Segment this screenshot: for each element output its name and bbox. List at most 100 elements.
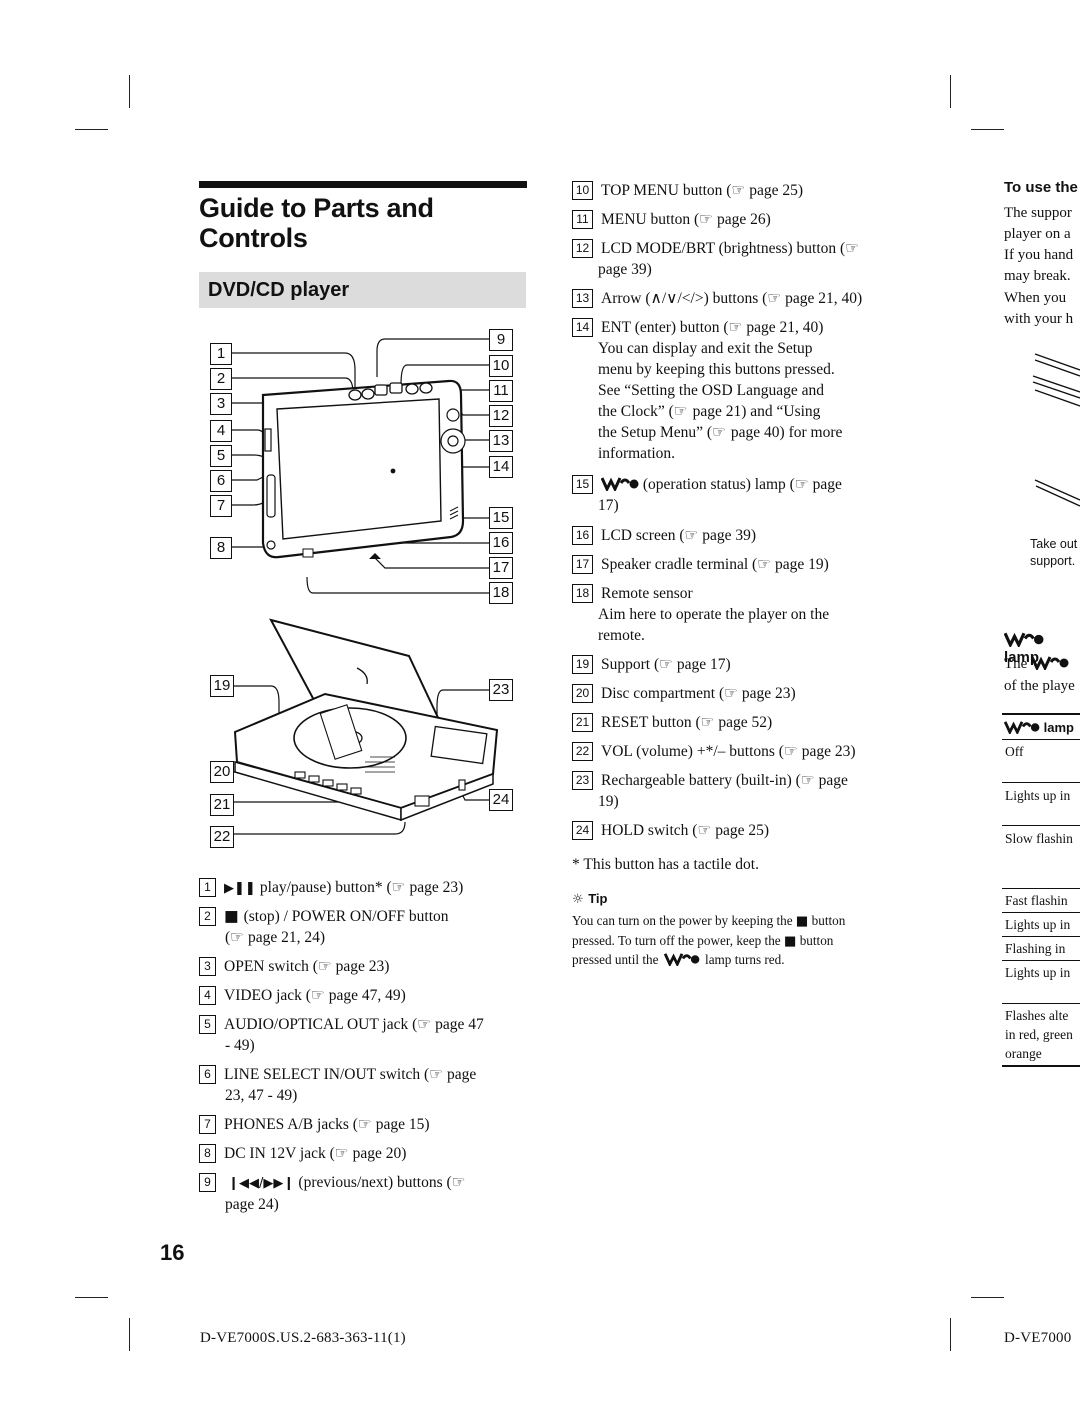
item-number: 4 — [199, 986, 216, 1005]
table-rule — [1002, 782, 1080, 783]
right-section-heading: To use the — [1004, 179, 1078, 196]
item-number: 7 — [199, 1115, 216, 1134]
figure-label: 3 — [210, 393, 232, 415]
page-ref-icon: ☞ — [230, 928, 245, 946]
figure-caption: support. — [1030, 554, 1076, 568]
page-ref-icon: ☞ — [724, 684, 739, 702]
table-rule — [1002, 1003, 1080, 1004]
page-ref-icon: ☞ — [845, 239, 860, 257]
support-illustration — [1032, 353, 1080, 507]
table-cell: Flashes alte — [1005, 1008, 1069, 1023]
item-number: 2 — [199, 907, 216, 926]
table-cell: Lights up in — [1005, 917, 1071, 932]
crop-mark — [75, 129, 108, 130]
page-ref-icon: ☞ — [429, 1065, 444, 1083]
item-number: 16 — [572, 526, 593, 545]
stop-icon: ■ — [783, 933, 797, 949]
page-ref-icon: ☞ — [800, 771, 815, 789]
page-ref-icon: ☞ — [794, 475, 809, 493]
table-cell: Slow flashin — [1005, 831, 1073, 846]
table-rule — [1002, 960, 1080, 961]
section-title: DVD/CD player — [208, 279, 350, 301]
item-number: 13 — [572, 289, 593, 308]
item-number: 21 — [572, 713, 593, 732]
play-pause-icon: ▶❚❚ — [224, 881, 260, 896]
figure-label: 11 — [489, 380, 513, 402]
table-rule — [1002, 825, 1080, 826]
crop-mark — [971, 129, 1004, 130]
page-ref-icon: ☞ — [783, 742, 798, 760]
crop-mark — [971, 1297, 1004, 1298]
table-cell: in red, green — [1005, 1027, 1073, 1042]
table-rule — [1002, 912, 1080, 913]
stop-icon: ■ — [224, 907, 244, 925]
right-text-line: of the playe — [1004, 678, 1075, 694]
item-number: 24 — [572, 821, 593, 840]
section-bar — [199, 272, 526, 308]
tip-heading: ☼ Tip — [572, 891, 608, 907]
page-title: Guide to Parts and Controls — [199, 193, 434, 253]
crop-mark — [129, 75, 130, 108]
list-item: 1▶❚❚ play/pause) button* (☞ page 23) — [199, 877, 463, 899]
item-number: 18 — [572, 584, 593, 603]
item-number: 23 — [572, 771, 593, 790]
footnote: * This button has a tactile dot. — [572, 856, 759, 873]
figure-label: 19 — [210, 675, 234, 697]
item-number: 3 — [199, 957, 216, 976]
figure-label: 10 — [489, 355, 513, 377]
figure-label: 6 — [210, 470, 232, 492]
page-ref-icon: ☞ — [757, 555, 772, 573]
item-number: 8 — [199, 1144, 216, 1163]
figure-label: 15 — [489, 507, 513, 529]
item-number: 19 — [572, 655, 593, 674]
walkman-lamp-icon — [663, 953, 700, 966]
page-ref-icon: ☞ — [659, 655, 674, 673]
page-ref-icon: ☞ — [357, 1115, 372, 1133]
list-item: 2■ (stop) / POWER ON/OFF button (☞ page … — [199, 906, 449, 948]
walkman-lamp-icon — [1004, 632, 1044, 647]
device-open-illustration — [231, 618, 499, 835]
page-ref-icon: ☞ — [684, 526, 699, 544]
page-number: 16 — [160, 1240, 185, 1265]
lightbulb-icon: ☼ — [572, 892, 589, 907]
page-ref-icon: ☞ — [712, 423, 731, 441]
figure-label: 24 — [489, 789, 513, 811]
table-cell: Lights up in — [1005, 965, 1071, 980]
figure-label: 18 — [489, 582, 513, 604]
table-cell: Fast flashin — [1005, 893, 1068, 908]
figure-label: 22 — [210, 826, 234, 848]
stop-icon: ■ — [795, 914, 809, 929]
walkman-lamp-icon — [1004, 721, 1040, 734]
item-number: 1 — [199, 878, 216, 897]
table-rule — [1002, 739, 1080, 740]
footer-right: D-VE7000 — [1004, 1330, 1072, 1346]
figure-label: 12 — [489, 405, 513, 427]
page-ref-icon: ☞ — [697, 821, 712, 839]
right-text-line: The — [1004, 654, 1069, 675]
walkman-lamp-icon — [1031, 656, 1069, 670]
right-text-line: When you — [1004, 290, 1067, 306]
lamp-section-heading: lamp — [1004, 630, 1080, 666]
page-ref-icon: ☞ — [317, 957, 332, 975]
right-text-line: If you hand — [1004, 247, 1074, 263]
device-top-illustration — [231, 338, 489, 594]
list-item: 15 (operation status) lamp (☞ page 17) — [572, 474, 842, 516]
figure-label: 8 — [210, 537, 232, 559]
item-number: 14 — [572, 318, 593, 337]
page-ref-icon: ☞ — [700, 713, 715, 731]
walkman-lamp-icon — [601, 477, 639, 491]
table-cell: Lights up in — [1005, 788, 1071, 803]
right-text-line: with your h — [1004, 311, 1074, 327]
